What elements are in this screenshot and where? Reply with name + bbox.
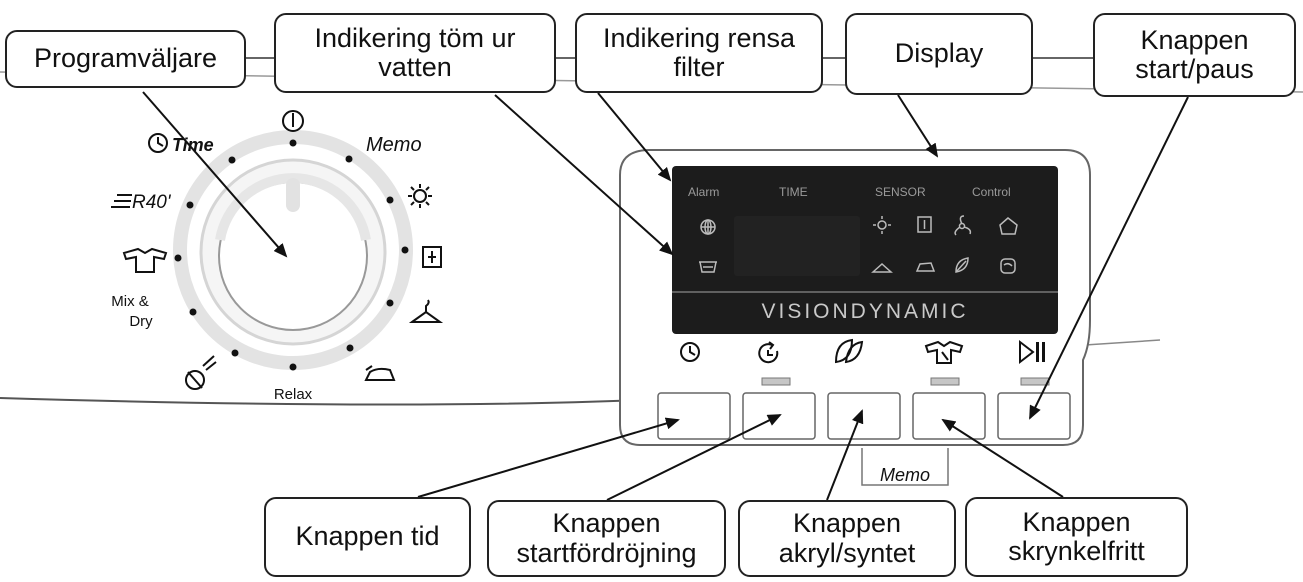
callout-start-pause: Knappen start/paus <box>1093 13 1296 97</box>
callout-crease-button: Knappen skrynkelfritt <box>965 497 1188 577</box>
filter-icon <box>700 219 716 235</box>
display-hanger-icon <box>871 262 893 273</box>
crease-led <box>930 377 960 386</box>
cupboard-dry-icon <box>422 246 442 268</box>
leader-arrows <box>142 91 1189 501</box>
display-crease-icon <box>1000 258 1016 274</box>
program-selector-knob[interactable] <box>199 158 387 346</box>
callout-time-button: Knappen tid <box>264 497 471 577</box>
display-sun-icon <box>873 216 891 234</box>
callout-delay-button: Knappen startfördröjning <box>487 500 726 577</box>
display-leaf-icon <box>955 257 969 273</box>
start-pause-button[interactable] <box>997 392 1071 440</box>
display-label-sensor: SENSOR <box>875 185 926 199</box>
display-cupboard-icon <box>917 216 932 233</box>
dial-label-mix-dry-2: Dry <box>129 313 153 330</box>
display-brand: VISIONDYNAMIC <box>761 300 968 323</box>
hanger-icon <box>408 299 444 323</box>
dial-label-time: Time <box>172 135 214 155</box>
display-label-control: Control <box>972 185 1011 199</box>
clock-time-icon <box>148 133 168 153</box>
sun-dry-icon <box>408 184 432 208</box>
crease-button[interactable] <box>912 392 986 440</box>
callout-display: Display <box>845 13 1033 95</box>
delay-led <box>761 377 791 386</box>
callout-drain-indicator: Indikering töm ur vatten <box>274 13 556 93</box>
memo-label: Memo <box>880 465 930 485</box>
display-eco-icon <box>999 217 1018 235</box>
callout-program-selector: Programväljare <box>5 30 246 88</box>
shirt-icon <box>122 247 168 273</box>
synthetic-button[interactable] <box>827 392 901 440</box>
start-pause-led <box>1020 377 1050 386</box>
display-label-time: TIME <box>779 185 808 199</box>
machine-bottom-edge <box>0 397 641 406</box>
callout-synthetic-button: Knappen akryl/syntet <box>738 500 956 577</box>
iron-icon <box>364 365 396 381</box>
power-icon <box>282 110 304 132</box>
water-container-icon <box>699 261 717 273</box>
time-button[interactable] <box>657 392 731 440</box>
callout-filter-indicator: Indikering rensa filter <box>575 13 823 93</box>
memo-bracket <box>861 448 949 486</box>
dial-label-relax: Relax <box>274 386 313 403</box>
machine-side-edge <box>1084 339 1161 346</box>
dial-label-r40: R40' <box>132 192 172 213</box>
quick-r40-icon <box>111 194 132 208</box>
dial-label-memo: Memo <box>366 134 422 156</box>
wool-icon <box>185 355 217 390</box>
leaf-synthetic-icon <box>834 338 864 364</box>
display-iron-icon <box>915 262 936 272</box>
delay-button-icon <box>758 341 779 364</box>
crease-shirt-icon <box>924 340 964 364</box>
start-pause-icon <box>1019 339 1045 365</box>
display-fan-icon <box>954 215 972 236</box>
time-readout <box>734 216 860 276</box>
time-button-icon <box>680 342 700 362</box>
display-label-alarm: Alarm <box>688 185 719 199</box>
dial-dots <box>174 139 409 371</box>
dial-label-mix-dry-1: Mix & <box>111 293 149 310</box>
